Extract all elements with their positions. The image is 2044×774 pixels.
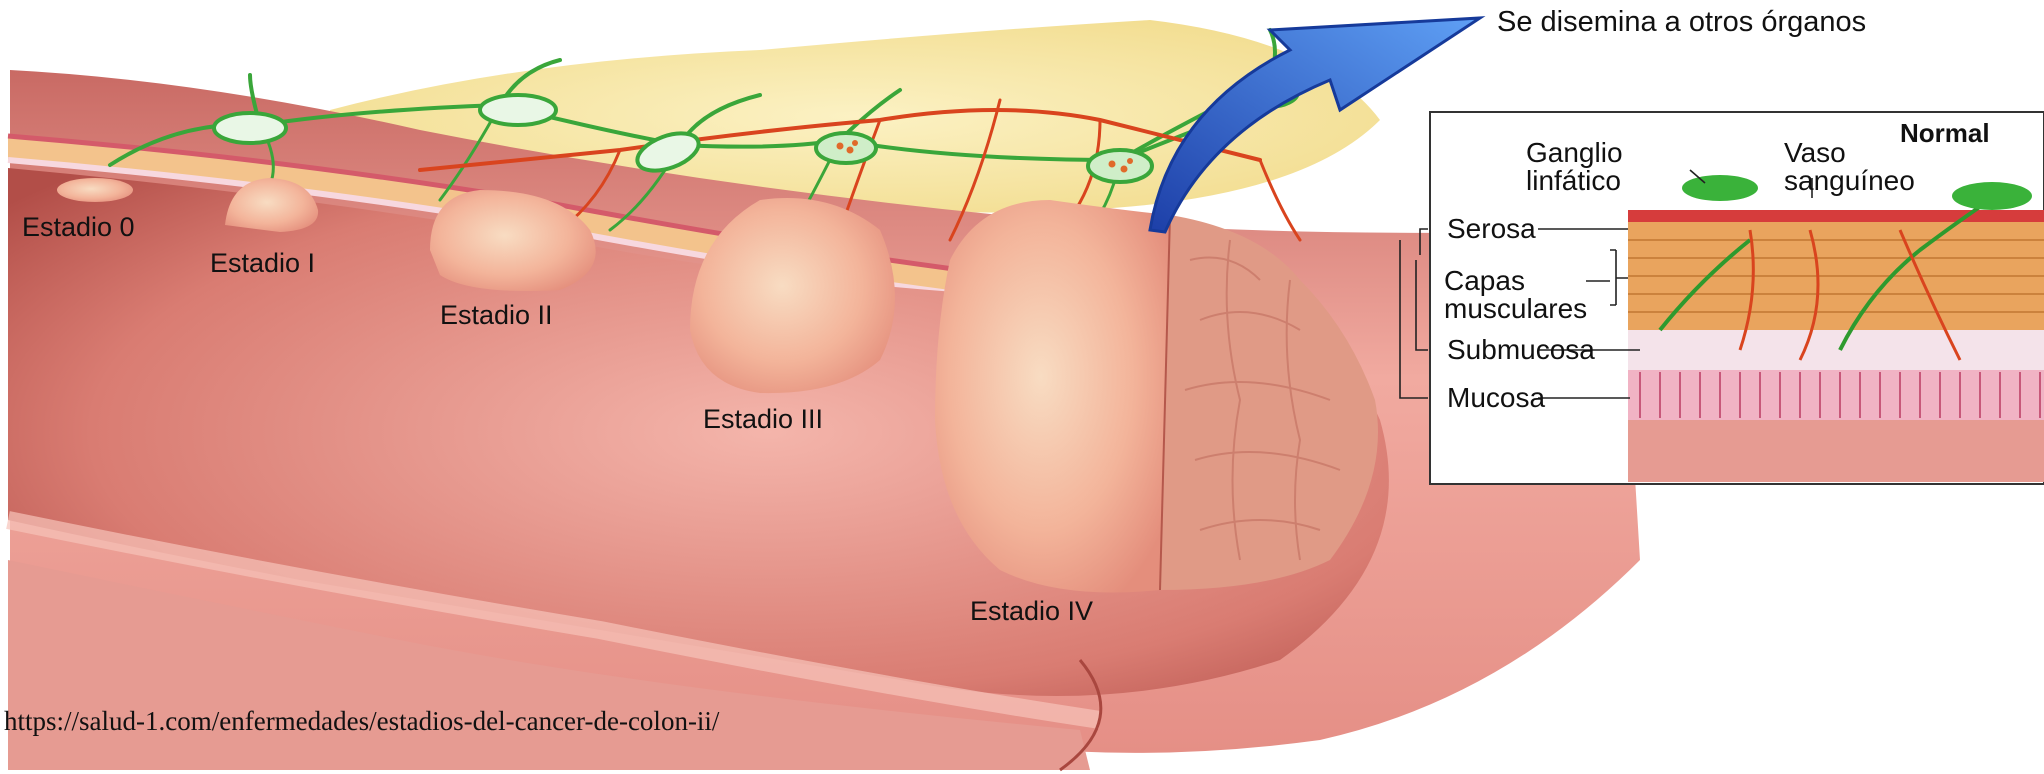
normal-wall-section	[1628, 175, 2044, 482]
lymph-node	[214, 113, 286, 143]
tumor-stage-4	[935, 200, 1170, 593]
lymph-node-affected	[1088, 150, 1152, 182]
vaso-label-line1: Vaso	[1784, 138, 1846, 168]
inset-title: Normal	[1900, 118, 1990, 149]
capas-label-line1: Capas	[1444, 266, 1525, 296]
mucosa-label: Mucosa	[1447, 383, 1545, 413]
lymph-node	[480, 95, 556, 125]
source-url: https://salud-1.com/enfermedades/estadio…	[4, 706, 719, 737]
stage-label-4: Estadio IV	[970, 596, 1093, 627]
spread-label: Se disemina a otros órganos	[1497, 6, 1866, 39]
vaso-label-line2: sanguíneo	[1784, 166, 1915, 196]
ganglio-label-line2: linfático	[1526, 166, 1621, 196]
ganglio-label-line1: Ganglio	[1526, 138, 1623, 168]
inset-lymph-node	[1682, 175, 1758, 201]
capas-label-line2: musculares	[1444, 294, 1587, 324]
submucosa-label: Submucosa	[1447, 335, 1595, 365]
stage-label-1: Estadio I	[210, 248, 315, 279]
lymph-node-affected	[816, 133, 876, 163]
stage-label-2: Estadio II	[440, 300, 553, 331]
stage-label-0: Estadio 0	[22, 212, 135, 243]
stage-label-3: Estadio III	[703, 404, 823, 435]
inset-lymph-node	[1952, 182, 2032, 210]
tumor-stage-0	[57, 178, 133, 202]
serosa-label: Serosa	[1447, 214, 1536, 244]
